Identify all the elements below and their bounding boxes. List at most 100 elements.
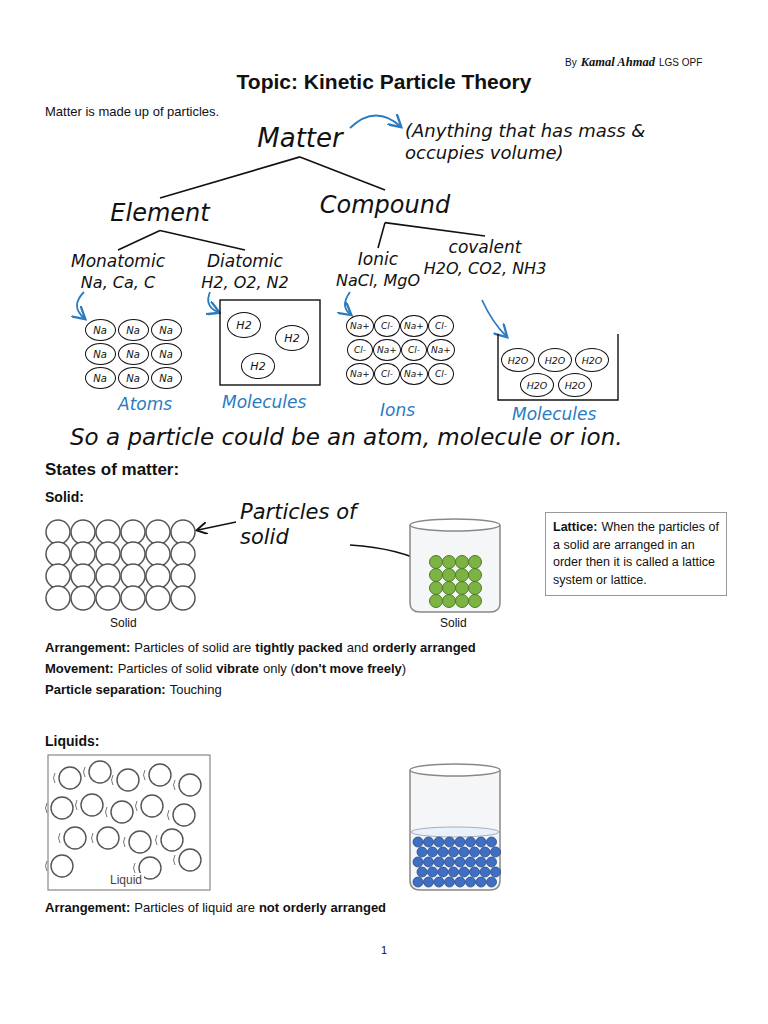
text-line: Particle separation:Touching: [45, 682, 222, 698]
solid-particle: [171, 564, 195, 588]
text-line: Solid: [110, 616, 137, 630]
liquid-particle: [64, 827, 86, 849]
blue-particle: [487, 877, 497, 887]
node-text: Cl-: [435, 369, 447, 379]
green-particle: [469, 582, 482, 595]
blue-particle: [449, 867, 459, 877]
node-text: Ionic: [336, 250, 420, 270]
particle-circle: Na: [85, 343, 116, 365]
blue-particle: [476, 837, 486, 847]
tree-line: [160, 157, 300, 198]
solid-particle: [121, 520, 145, 544]
label: Particles of solid are: [134, 640, 251, 655]
node-text: H2O: [545, 355, 566, 366]
node-text: Na+: [377, 345, 397, 355]
green-particle: [443, 595, 456, 608]
liquid-particle: [149, 764, 171, 786]
green-particle: [430, 569, 443, 582]
blue-particle: [417, 867, 427, 877]
label: only (: [263, 661, 295, 676]
green-particle: [456, 582, 469, 595]
particle-circle: Na: [85, 367, 116, 389]
text-line: Movement:Particles of solidvibrateonly (…: [45, 661, 406, 677]
tree-line: [118, 231, 160, 250]
containers: [220, 300, 618, 400]
motion-mark: [156, 835, 158, 845]
bold-text: Arrangement:: [45, 640, 130, 655]
label: Molecules: [512, 404, 596, 424]
blue-particle: [480, 867, 490, 877]
bold-text: orderly arranged: [372, 640, 475, 655]
note-box: Lattice:When the particles of a solid ar…: [545, 512, 727, 596]
text-line: Atoms: [118, 394, 172, 414]
green-particle: [443, 569, 456, 582]
text-line: 1: [381, 944, 387, 957]
liquid-particle: [117, 769, 139, 791]
green-particle: [456, 595, 469, 608]
blue-particle: [487, 857, 497, 867]
particle-circle: Na: [151, 343, 182, 365]
blue-particle: [466, 877, 476, 887]
particle-circle: Na+: [427, 339, 455, 361]
node-text: Na: [93, 325, 107, 336]
bold-text: don't move freely: [295, 661, 402, 676]
particle-circle: Na: [151, 367, 182, 389]
solid-particle: [121, 564, 145, 588]
tree-term: covalentH2O, CO2, NH3: [424, 238, 547, 278]
blue-particle: [476, 877, 486, 887]
particle-circle: Na: [118, 367, 149, 389]
text-line: Solid:: [45, 489, 84, 506]
blue-particle: [466, 837, 476, 847]
blue-particle: [466, 857, 476, 867]
tree-line: [378, 223, 385, 248]
blue-particle: [438, 867, 448, 877]
solid-particle: [121, 586, 145, 610]
liquid-particle: [111, 801, 133, 823]
blue-particle: [449, 847, 459, 857]
motion-mark: [84, 767, 86, 777]
liquid-particle: [173, 804, 195, 826]
solid-particle: [146, 564, 170, 588]
label: Kamal Ahmad: [581, 55, 655, 69]
node-text: Cl-: [381, 321, 393, 331]
motion-mark: [59, 833, 61, 843]
label: So a particle could be an atom, molecule…: [70, 424, 623, 450]
node-text: H2: [284, 332, 299, 345]
blue-particle: [434, 837, 444, 847]
label: Liquid: [108, 873, 144, 887]
green-particle: [430, 582, 443, 595]
node-text: Na+: [404, 369, 424, 379]
motion-mark: [124, 837, 126, 847]
blue-particle: [428, 847, 438, 857]
node-subtext: Na, Ca, C: [71, 274, 165, 292]
solid-particle: [96, 520, 120, 544]
liquid-particle: [51, 797, 73, 819]
solid-particle: [71, 542, 95, 566]
green-particle: [430, 595, 443, 608]
tree-line: [385, 223, 485, 236]
node-text: H2O: [582, 355, 603, 366]
label: Atoms: [118, 394, 172, 414]
text-line: Arrangement: Particles of solid are tightl…: [45, 640, 476, 656]
label: Ions: [380, 400, 415, 420]
blue-particle: [434, 857, 444, 867]
blue-particle: [424, 877, 434, 887]
motion-mark: [46, 803, 48, 813]
solid-particle: [121, 542, 145, 566]
label: and: [347, 640, 369, 655]
particle-circle: Cl-: [401, 339, 427, 361]
label: Molecules: [222, 392, 306, 412]
text-line: So a particle could be an atom, molecule…: [70, 424, 623, 452]
tree-line: [300, 157, 385, 190]
solid-particles: [46, 520, 195, 610]
green-particle: [469, 569, 482, 582]
motion-mark: [54, 773, 56, 783]
liquid-particle: [161, 829, 183, 851]
label: Particles of solid: [118, 661, 213, 676]
bold-text: tightly packed: [255, 640, 342, 655]
particle-circle: Na: [118, 319, 149, 341]
green-particle: [430, 556, 443, 569]
node-text: Compound: [320, 192, 450, 220]
liquid-particle: [141, 795, 163, 817]
particle-circle: Cl-: [347, 339, 373, 361]
